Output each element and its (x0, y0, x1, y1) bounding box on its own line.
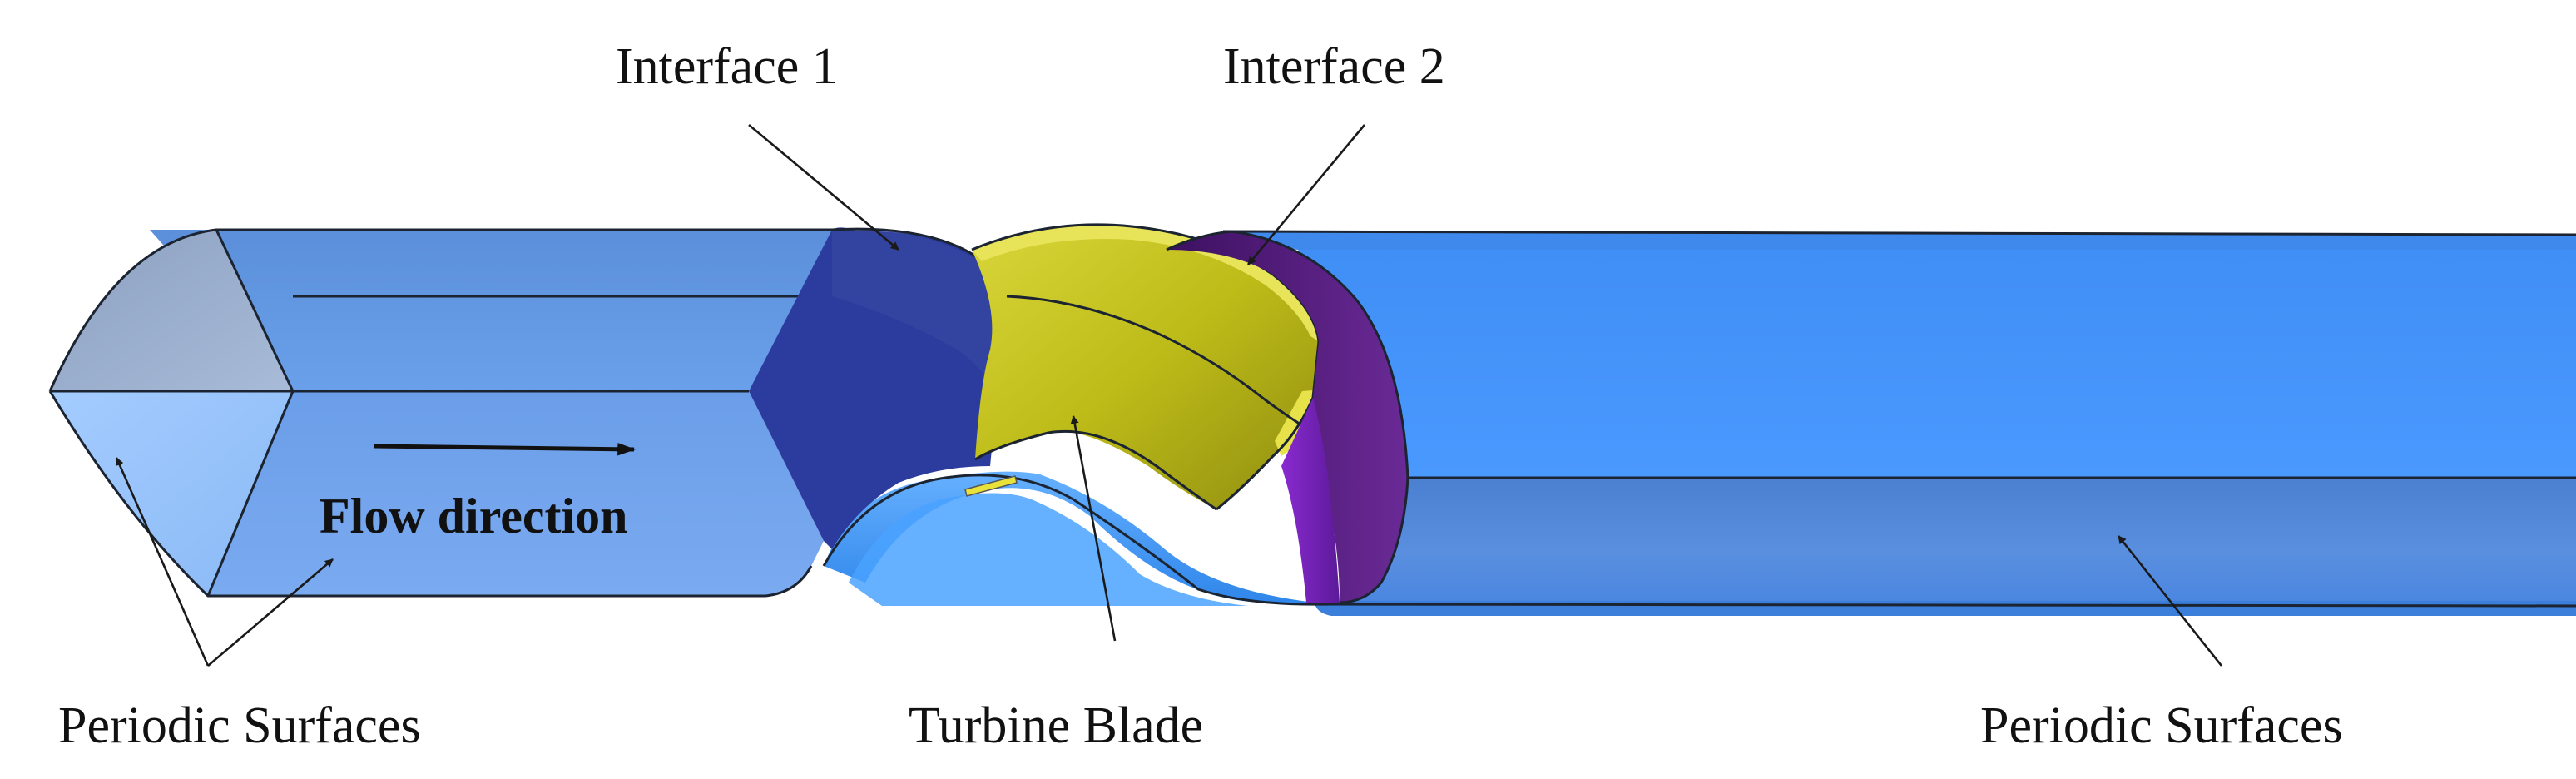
inlet-end-periodic-face (50, 391, 293, 596)
inlet-end-cap (50, 230, 293, 391)
leader-lines (115, 124, 2223, 667)
outlet-edge-top (1222, 230, 2576, 236)
leader-periodic-right (2117, 535, 2223, 667)
outlet-sector (1222, 230, 2576, 616)
label-interface-2: Interface 2 (1223, 38, 1445, 95)
interface-1-shade (832, 229, 1008, 391)
leader-periodic-left-a (115, 457, 210, 667)
inlet-sector (48, 228, 832, 598)
turbine-blade-surface (972, 224, 1319, 509)
interface-2-rim (1281, 398, 1340, 603)
inlet-edge-ridge (215, 229, 295, 392)
hub-inner (849, 493, 1248, 606)
turbine-blade-root (974, 429, 1217, 511)
leader-interface-2 (1247, 124, 1365, 265)
label-interface-1: Interface 1 (616, 38, 838, 95)
inlet-edge-outline (48, 228, 832, 392)
label-periodic-surfaces-left: Periodic Surfaces (58, 697, 421, 754)
interface-2-outline (1166, 230, 1409, 604)
turbine-blade-outline (971, 223, 1320, 511)
label-periodic-surfaces-right: Periodic Surfaces (1980, 697, 2343, 754)
outlet-top-face (1231, 231, 2576, 478)
label-flow-direction: Flow direction (320, 489, 628, 543)
leader-turbine-blade (1070, 415, 1117, 642)
leader-interface-1 (748, 124, 899, 251)
rotor-hub (822, 471, 1332, 606)
leader-periodic-left-b (207, 558, 334, 667)
outlet-periodic-face (1340, 478, 2576, 603)
interface-2-face (1167, 231, 1408, 603)
flow-direction-arrow (374, 443, 637, 456)
inlet-edge-diag (206, 390, 295, 597)
outlet-bottom-rim (1315, 601, 2576, 616)
inlet-top-face (150, 230, 832, 391)
label-turbine-blade: Turbine Blade (909, 697, 1203, 754)
outlet-top-bevel (1248, 233, 2576, 250)
inlet-periodic-face (208, 391, 824, 596)
outlet-edge-bottom (1314, 603, 2576, 608)
interface-2-disc (1166, 230, 1409, 604)
hub-edge (822, 474, 1332, 606)
hub-surface (824, 471, 1331, 604)
inlet-edge-cap-lower (48, 390, 813, 598)
hub-slot (964, 475, 1018, 497)
